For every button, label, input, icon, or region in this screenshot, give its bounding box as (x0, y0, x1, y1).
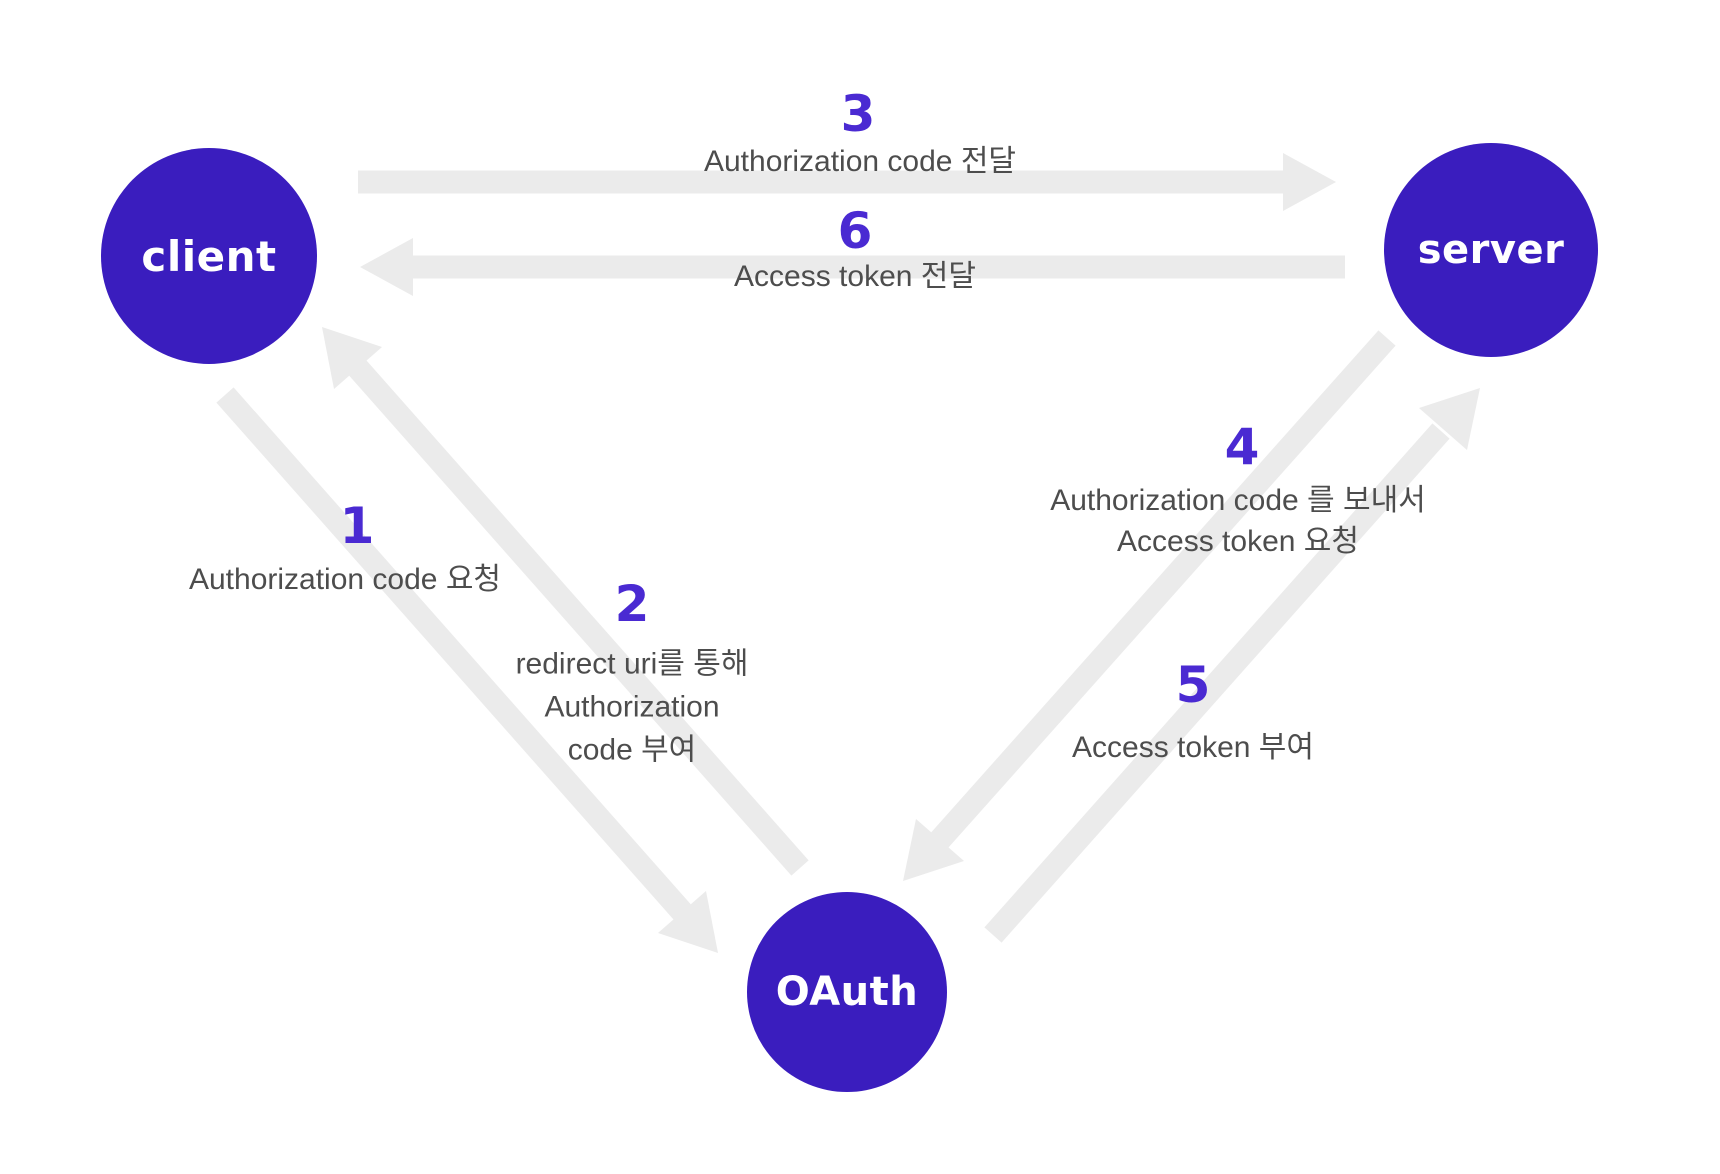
step-1-number: 1 (339, 497, 375, 555)
node-client-label: client (141, 231, 277, 281)
step-2-label-line1: redirect uri를 통해 (515, 647, 749, 681)
step-3-label: Authorization code 전달 (703, 145, 1017, 178)
step-1-label: Authorization code 요청 (188, 563, 502, 596)
step-5-number: 5 (1175, 656, 1211, 714)
step-6-number: 6 (837, 202, 873, 260)
step-4-label: Authorization code 를 보내서 Access token 요청 (1050, 480, 1426, 562)
step-2-label-line3: code 부여 (567, 733, 697, 767)
step-4-label-line2: Access token 요청 (1117, 525, 1359, 558)
node-server: server (1384, 143, 1598, 357)
arrow-step3-client-to-server (358, 153, 1336, 211)
step-2-number: 2 (614, 575, 650, 633)
node-server-label: server (1417, 227, 1565, 273)
arrow-step6-server-to-client (360, 238, 1345, 296)
step-2-label-line2: Authorization (544, 690, 720, 724)
step-2-label: redirect uri를 통해 Authorization code 부여 (516, 643, 749, 772)
node-client: client (101, 148, 317, 364)
node-oauth: OAuth (747, 892, 947, 1092)
arrow-step4-server-to-oauth (903, 330, 1396, 881)
step-4-number: 4 (1224, 418, 1260, 476)
step-6-label: Access token 전달 (734, 260, 976, 293)
node-oauth-label: OAuth (775, 969, 919, 1015)
arrow-step5-oauth-to-server (984, 388, 1480, 943)
arrow-step1-client-to-oauth (216, 387, 718, 953)
arrow-step2-oauth-to-client (322, 327, 809, 876)
step-4-label-line1: Authorization code 를 보내서 (1050, 484, 1426, 517)
step-3-number: 3 (840, 85, 876, 143)
step-5-label: Access token 부여 (1072, 731, 1314, 764)
